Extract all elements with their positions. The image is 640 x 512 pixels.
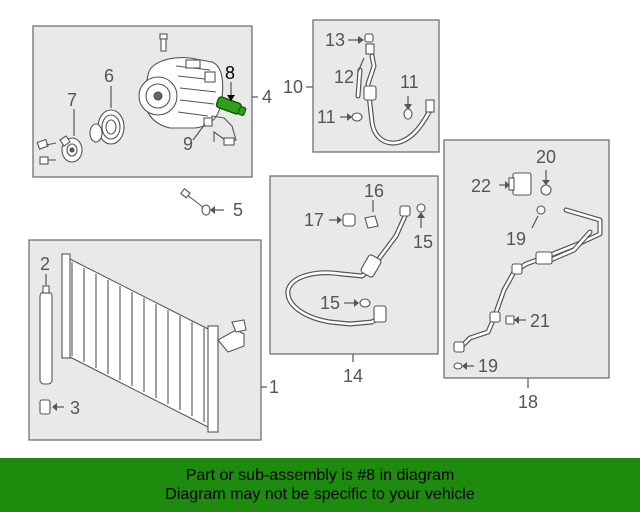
callout-17: 17 <box>304 210 324 230</box>
callout-11-upper: 11 <box>400 72 419 92</box>
compressor-body <box>138 57 224 129</box>
callout-16: 16 <box>364 181 384 201</box>
callout-21: 21 <box>530 311 550 331</box>
callout-19-lower: 19 <box>478 356 498 376</box>
banner-line-2: Diagram may not be specific to your vehi… <box>165 486 475 503</box>
callout-12: 12 <box>334 67 354 87</box>
discharge-hose-panel: 10 13 12 11 11 <box>283 19 440 153</box>
condenser-panel: 2 3 1 <box>28 239 279 441</box>
compressor-panel: 6 7 8 9 4 <box>32 25 272 178</box>
callout-18: 18 <box>518 392 538 412</box>
part-info-banner: Part or sub-assembly is #8 in diagram Di… <box>0 458 640 512</box>
callout-4: 4 <box>262 87 272 107</box>
clutch-bolts <box>36 135 71 165</box>
callout-22: 22 <box>471 176 491 196</box>
pressure-switch-harness <box>203 115 237 146</box>
callout-5: 5 <box>233 200 243 220</box>
callout-1: 1 <box>269 377 279 397</box>
callout-11-lower: 11 <box>317 107 336 127</box>
callout-19-upper: 19 <box>506 229 526 249</box>
callout-6: 6 <box>104 66 114 86</box>
pulley <box>89 109 125 145</box>
callout-15-upper: 15 <box>413 232 433 252</box>
callout-7: 7 <box>67 90 77 110</box>
liquid-tube-panel: 20 22 19 21 19 18 <box>443 139 610 412</box>
callout-15-lower: 15 <box>320 293 340 313</box>
parts-diagram: 6 7 8 9 4 5 10 <box>28 19 610 441</box>
callout-2: 2 <box>40 254 50 274</box>
callout-10: 10 <box>283 77 303 97</box>
condenser-core <box>61 253 247 433</box>
suction-hose-panel: 16 17 15 15 14 <box>269 175 439 386</box>
callout-20: 20 <box>536 147 556 167</box>
callout-3: 3 <box>70 398 80 418</box>
compressor-top-bolt <box>159 33 168 52</box>
bolt-5: 5 <box>180 188 243 220</box>
callout-9: 9 <box>183 134 193 154</box>
drier-cap <box>39 399 64 415</box>
banner-line-1: Part or sub-assembly is #8 in diagram <box>185 467 455 484</box>
callout-14: 14 <box>343 366 363 386</box>
callout-8[interactable]: 8 <box>225 63 235 83</box>
callout-13: 13 <box>325 30 345 50</box>
receiver-drier <box>39 274 53 385</box>
